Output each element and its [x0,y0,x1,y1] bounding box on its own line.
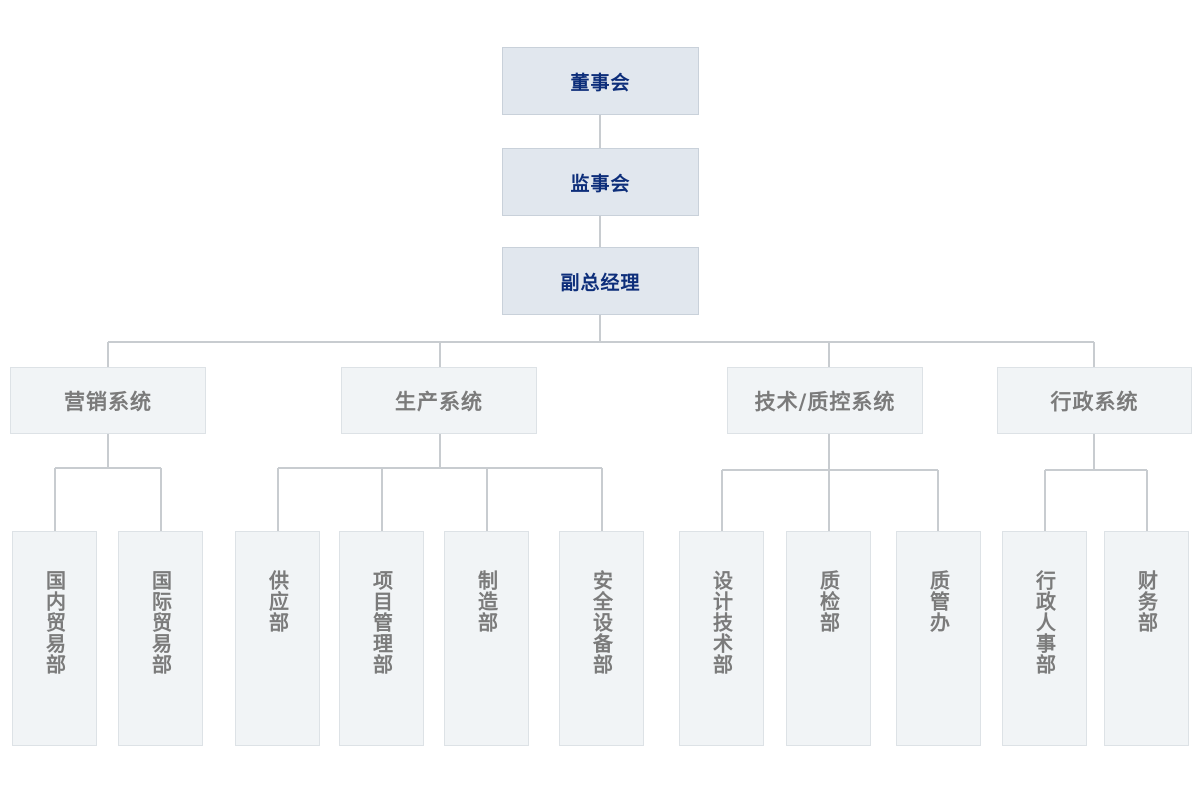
dept-label: 项目管理部 [369,570,394,675]
dept-label: 行政人事部 [1032,570,1057,675]
system-label: 生产系统 [395,389,483,414]
dept-quality-management-box: 质管办 [896,531,981,746]
system-production-box: 生产系统 [341,367,537,434]
system-marketing-box: 营销系统 [10,367,206,434]
node-label: 监事会 [570,172,631,195]
dept-label: 供应部 [265,570,290,633]
dept-safety-equipment-box: 安全设备部 [559,531,644,746]
board-of-directors-box: 董事会 [502,47,699,115]
deputy-general-manager-box: 副总经理 [502,247,699,315]
system-tech-qc-box: 技术/质控系统 [727,367,923,434]
dept-label: 质检部 [816,570,841,633]
dept-label: 财务部 [1134,570,1159,633]
system-admin-box: 行政系统 [997,367,1192,434]
dept-label: 设计技术部 [709,570,734,675]
dept-international-trade-box: 国际贸易部 [118,531,203,746]
dept-project-management-box: 项目管理部 [339,531,424,746]
dept-label: 质管办 [926,570,951,633]
system-label: 技术/质控系统 [754,389,896,414]
dept-label: 安全设备部 [589,570,614,675]
dept-domestic-trade-box: 国内贸易部 [12,531,97,746]
dept-label: 国内贸易部 [42,570,67,675]
dept-label: 制造部 [474,570,499,633]
system-label: 营销系统 [64,389,152,414]
dept-quality-inspection-box: 质检部 [786,531,871,746]
node-label: 董事会 [570,71,631,94]
dept-finance-box: 财务部 [1104,531,1189,746]
dept-design-tech-box: 设计技术部 [679,531,764,746]
node-label: 副总经理 [560,271,641,294]
dept-supply-box: 供应部 [235,531,320,746]
dept-admin-hr-box: 行政人事部 [1002,531,1087,746]
dept-label: 国际贸易部 [148,570,173,675]
dept-manufacturing-box: 制造部 [444,531,529,746]
board-of-supervisors-box: 监事会 [502,148,699,216]
system-label: 行政系统 [1050,389,1139,414]
